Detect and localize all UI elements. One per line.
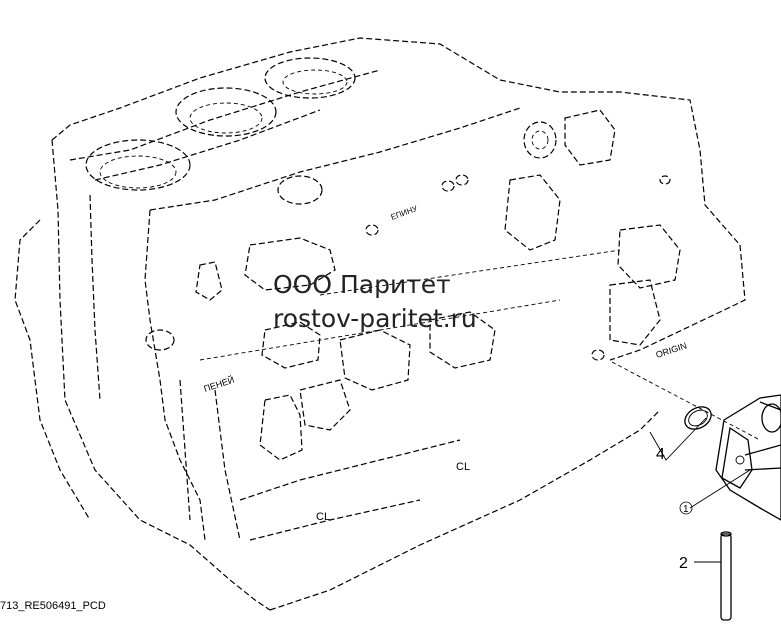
pump-assembly-part [715,394,781,521]
assembly-leader-line [611,361,761,441]
engine-block-outline [14,37,746,611]
watermark-url: rostov-paritet.ru [273,304,477,333]
callout-4: 4 [656,446,665,463]
block-side-features [145,109,681,541]
engraved-text-b: ПЕНЕЙ [202,374,235,394]
engraved-origin: ORIGIN [655,340,689,359]
figure-code: 713_RE506491_PCD [0,600,106,612]
svg-text:CL: CL [456,461,470,473]
watermark-company: ООО Паритет [273,270,451,299]
callout-2: 2 [679,555,688,572]
engraved-text-a: ЕПИНУ [390,204,420,222]
watermark: ООО Паритет rostov-paritet.ru [273,268,477,336]
cylinder-bores [85,57,356,191]
callout-1-circle [679,501,693,515]
pin-part [720,531,732,621]
svg-text:CL: CL [316,511,330,523]
callout-leaders [649,417,751,563]
o-ring-part [684,406,712,430]
callout-1: 1 [683,504,689,515]
